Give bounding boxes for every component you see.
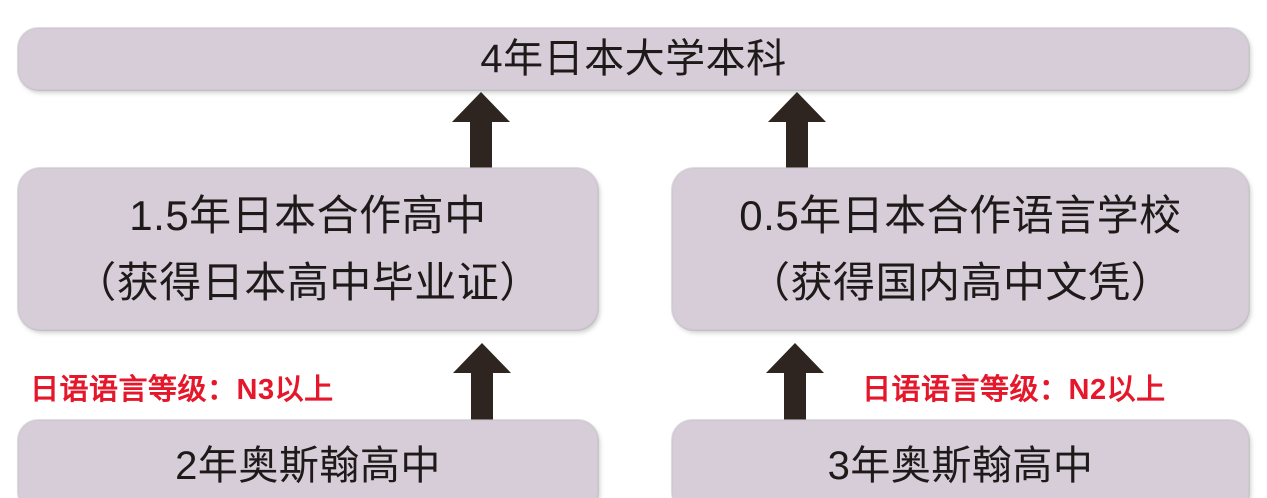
box-university-label: 4年日本大学本科 bbox=[480, 36, 787, 81]
box-japan-language-school-line1: 0.5年日本合作语言学校 bbox=[739, 191, 1182, 239]
annotation-jlpt-n2: 日语语言等级：N2以上 bbox=[862, 374, 1166, 406]
box-japan-language-school: 0.5年日本合作语言学校 （获得国内高中文凭） bbox=[672, 168, 1249, 330]
box-university: 4年日本大学本科 bbox=[18, 28, 1249, 90]
box-oasis-highschool-2y-label: 2年奥斯翰高中 bbox=[175, 443, 441, 488]
arrow-up-left-upper bbox=[452, 92, 510, 172]
box-japan-partner-highschool: 1.5年日本合作高中 （获得日本高中毕业证） bbox=[18, 168, 598, 330]
box-japan-language-school-line2: （获得国内高中文凭） bbox=[747, 259, 1173, 306]
arrow-up-right-upper bbox=[768, 92, 826, 172]
box-japan-partner-highschool-line2: （获得日本高中毕业证） bbox=[74, 259, 542, 306]
box-oasis-highschool-2y: 2年奥斯翰高中 bbox=[18, 420, 598, 498]
arrow-up-left-lower bbox=[453, 343, 511, 423]
box-oasis-highschool-3y-label: 3年奥斯翰高中 bbox=[827, 443, 1094, 488]
annotation-jlpt-n3: 日语语言等级：N3以上 bbox=[30, 374, 334, 406]
box-oasis-highschool-3y: 3年奥斯翰高中 bbox=[672, 420, 1249, 498]
box-japan-partner-highschool-line1: 1.5年日本合作高中 bbox=[129, 191, 487, 239]
arrow-up-right-lower bbox=[766, 343, 824, 423]
